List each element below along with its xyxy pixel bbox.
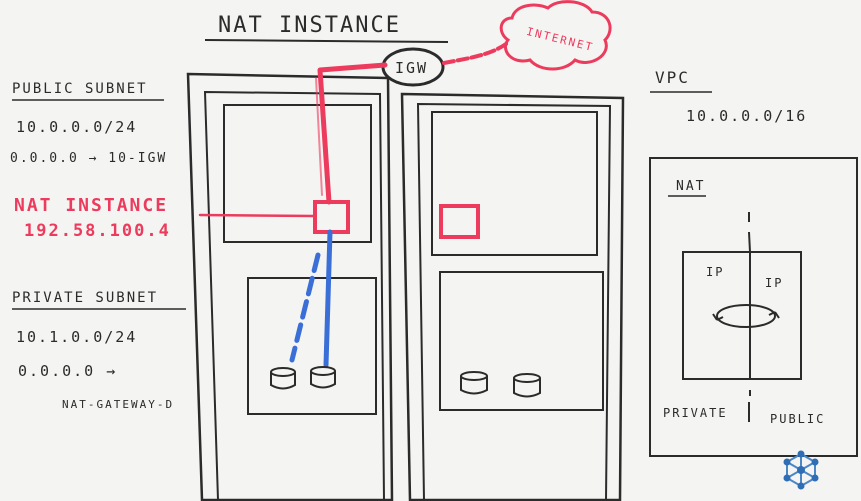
database-icon (270, 367, 296, 390)
title-underline (204, 39, 449, 43)
public-subnet-box-right (431, 111, 598, 256)
private-traffic-dashed (289, 252, 321, 363)
nat-panel (649, 157, 858, 457)
private-subnet-box-left (247, 277, 377, 415)
translation-cycle-icon (712, 304, 780, 328)
database-icon (513, 373, 541, 398)
nat-ip-right: IP (765, 276, 783, 290)
private-subnet-target: NAT-GATEWAY-D (62, 398, 174, 411)
network-logo-icon (783, 450, 819, 490)
igw-label: IGW (395, 59, 428, 77)
private-subnet-heading: PRIVATE SUBNET (12, 290, 158, 306)
database-icon (460, 371, 488, 395)
private-subnet-route: 0.0.0.0 → (18, 362, 117, 380)
nat-panel-heading: NAT (676, 179, 705, 194)
public-subnet-box-left (223, 104, 372, 243)
public-subnet-cidr: 10.0.0.0/24 (16, 118, 137, 136)
instance-square-right (439, 204, 480, 239)
nat-to-igw-route (317, 62, 388, 205)
private-subnet-cidr: 10.1.0.0/24 (16, 328, 137, 346)
diagram-title: NAT INSTANCE (218, 13, 401, 38)
internet-label: INTERNET (525, 25, 595, 54)
private-subnet-box-right (439, 271, 604, 411)
nat-footer-private: PRIVATE (663, 406, 728, 420)
nat-instance-ip: 192.58.100.4 (24, 221, 171, 241)
vpc-heading: VPC (655, 68, 690, 87)
private-traffic-line (323, 229, 333, 368)
nat-footer-public: PUBLIC (770, 412, 825, 426)
nat-device-box (682, 251, 802, 380)
nat-ip-left: IP (706, 265, 724, 279)
database-icon (310, 366, 336, 389)
vpc-cidr: 10.0.0.0/16 (686, 107, 807, 125)
nat-instance-heading: NAT INSTANCE (14, 195, 168, 216)
availability-zone-right (400, 92, 625, 501)
igw-internet-link (442, 42, 508, 65)
public-subnet-heading: PUBLIC SUBNET (12, 81, 148, 97)
nat-divider (748, 212, 751, 396)
public-subnet-route: 0.0.0.0 → 10-IGW (10, 151, 167, 166)
availability-zone-left (186, 72, 394, 501)
nat-pointer-line (198, 213, 316, 218)
nat-instance-square (313, 200, 350, 234)
